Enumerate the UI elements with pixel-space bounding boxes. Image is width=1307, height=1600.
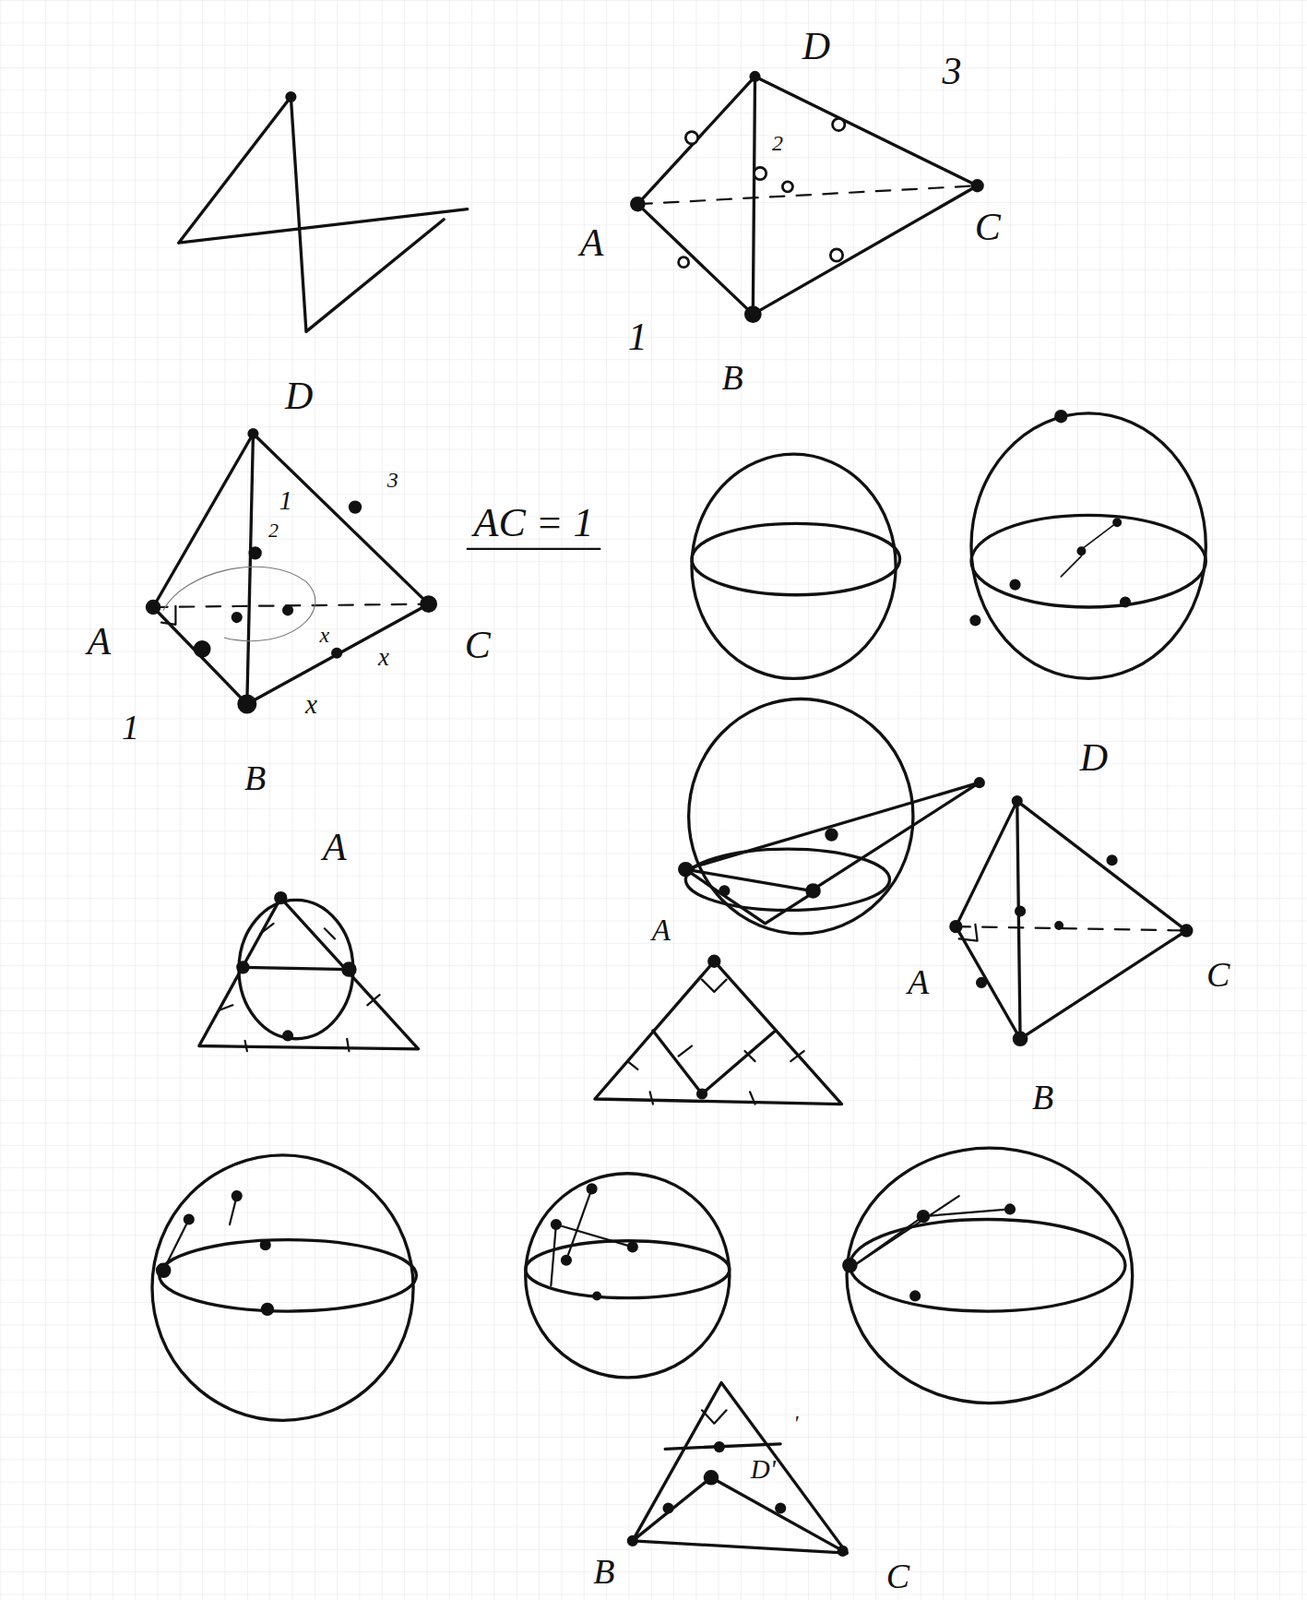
point-label: 1 — [278, 487, 293, 514]
point-label: D — [1080, 737, 1108, 777]
point-label: D — [802, 26, 831, 66]
point-label: A — [580, 223, 605, 262]
point-label: 3 — [387, 468, 399, 491]
point-label: 2 — [772, 131, 784, 155]
point-label: C — [886, 1557, 910, 1593]
point-label: A — [86, 621, 111, 661]
point-label: x — [305, 690, 318, 718]
point-label: B — [1032, 1079, 1054, 1115]
point-label: 3 — [942, 51, 963, 91]
point-label: A — [322, 827, 347, 867]
point-label: 2 — [268, 520, 279, 541]
point-label: 1 — [628, 317, 648, 357]
point-label: C — [974, 207, 1001, 247]
point-label: 1 — [121, 709, 140, 745]
point-label: B — [593, 1553, 615, 1589]
point-label: D' — [750, 1455, 776, 1483]
point-label: C — [464, 625, 491, 665]
point-label: AC = 1 — [474, 502, 595, 544]
point-label: ' — [793, 1411, 798, 1434]
point-label: x — [319, 623, 330, 646]
point-label: B — [244, 760, 266, 796]
point-label: A — [652, 914, 671, 946]
point-label: D — [285, 376, 313, 416]
point-label: x — [378, 644, 390, 670]
point-label: C — [1206, 956, 1230, 992]
point-label: A — [907, 963, 929, 999]
point-label: B — [722, 359, 744, 395]
